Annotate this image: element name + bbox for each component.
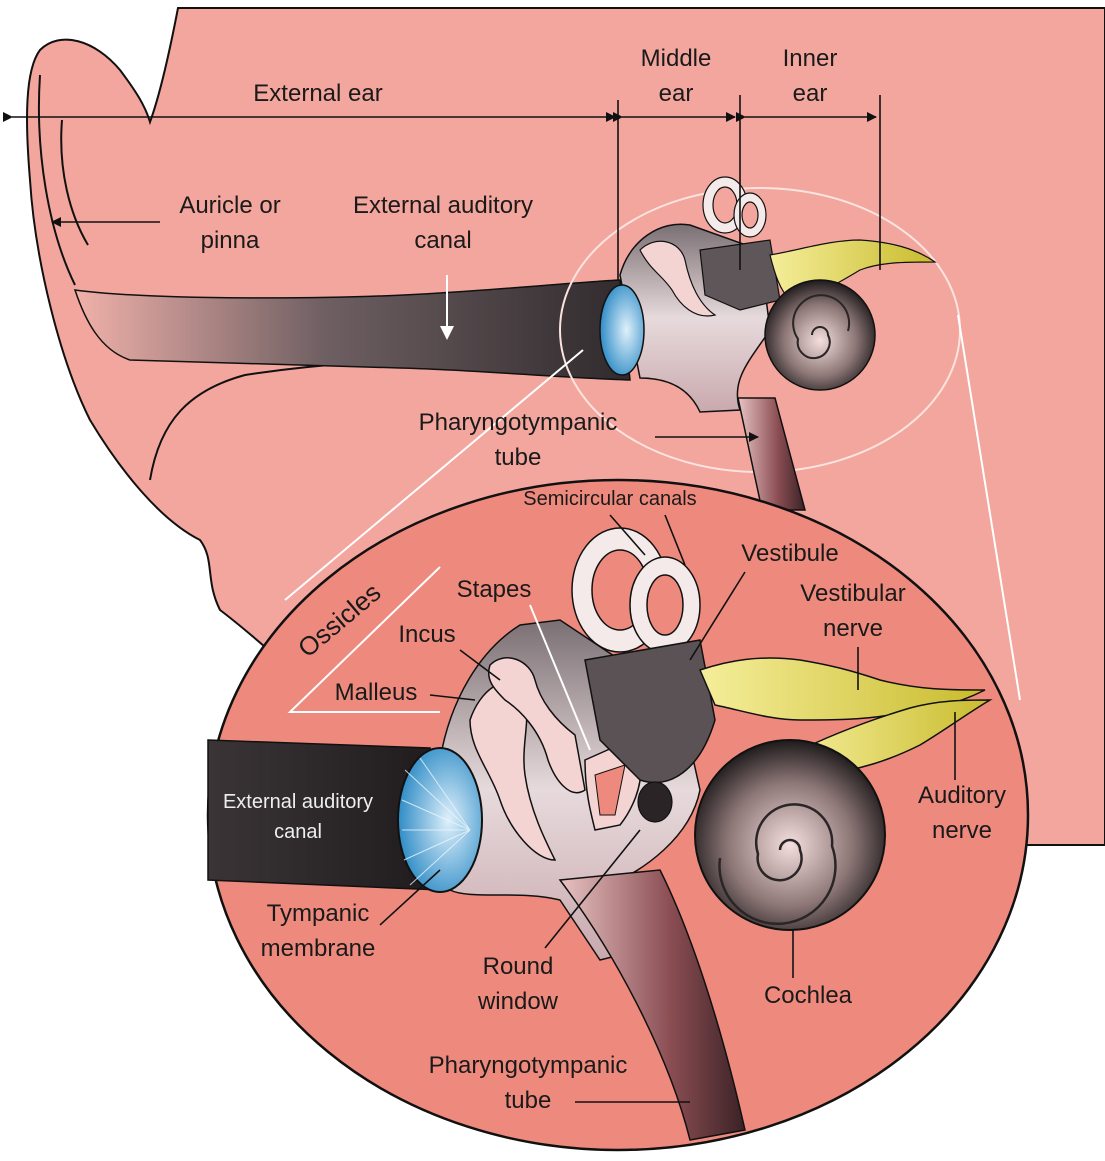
label-pharyngo-top-1: Pharyngotympanic — [419, 409, 618, 436]
label-vestibular-nerve-1: Vestibular — [800, 580, 905, 607]
label-vestibule: Vestibule — [741, 540, 838, 567]
label-external-ear: External ear — [253, 80, 382, 107]
label-middle-ear-2: ear — [659, 80, 694, 107]
label-auditory-nerve-1: Auditory — [918, 782, 1006, 809]
label-pharyngo-top-2: tube — [495, 444, 542, 471]
label-stapes: Stapes — [457, 576, 532, 603]
label-tympanic-1: Tympanic — [267, 900, 370, 927]
label-cochlea: Cochlea — [764, 982, 853, 1009]
label-round-window-1: Round — [483, 953, 554, 980]
label-auditory-nerve-2: nerve — [932, 817, 992, 844]
cochlea-small — [765, 280, 875, 390]
round-window — [638, 782, 672, 822]
label-tympanic-2: membrane — [261, 935, 376, 962]
label-auricle-1: Auricle or — [179, 192, 280, 219]
label-ext-canal-inset-2: canal — [274, 821, 322, 843]
label-pharyngo-bottom-1: Pharyngotympanic — [429, 1052, 628, 1079]
label-round-window-2: window — [477, 988, 559, 1015]
label-incus: Incus — [398, 621, 455, 648]
label-inner-ear-2: ear — [793, 80, 828, 107]
label-vestibular-nerve-2: nerve — [823, 615, 883, 642]
label-ext-canal-inset-1: External auditory — [223, 791, 373, 813]
tympanic-membrane-small — [600, 285, 644, 375]
label-pharyngo-bottom-2: tube — [505, 1087, 552, 1114]
label-auricle-2: pinna — [201, 227, 260, 254]
label-middle-ear-1: Middle — [641, 45, 712, 72]
label-semicircular-canals: Semicircular canals — [523, 488, 696, 510]
label-ext-canal-top-2: canal — [414, 227, 471, 254]
label-inner-ear-1: Inner — [783, 45, 838, 72]
label-malleus: Malleus — [335, 679, 418, 706]
cochlea-inset — [695, 740, 885, 930]
label-ext-canal-top-1: External auditory — [353, 192, 533, 219]
